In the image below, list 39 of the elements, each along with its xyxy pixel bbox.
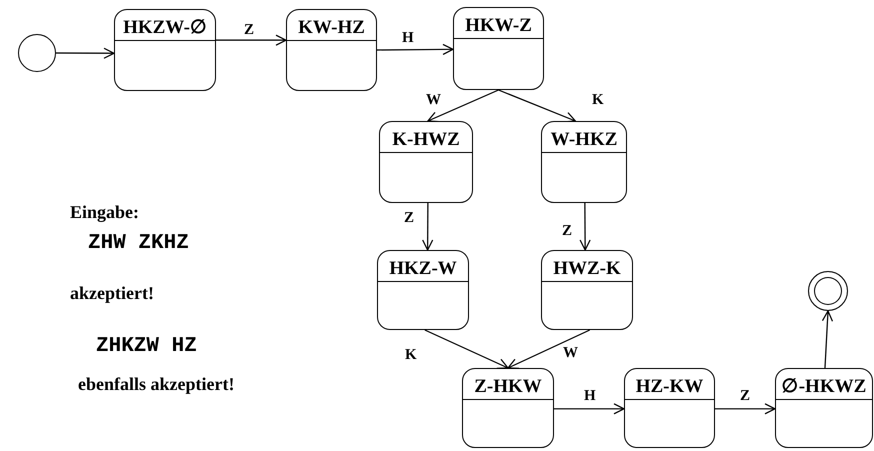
final-state-circle: [808, 271, 848, 311]
state-name: HWZ-K: [542, 251, 632, 282]
transition-arrow: [554, 403, 625, 414]
state-box: [462, 368, 554, 448]
note-text: akzeptiert!: [70, 283, 154, 304]
state-box: [379, 121, 473, 203]
transition-arrow: [822, 310, 834, 368]
state-name: KW-HZ: [287, 10, 376, 41]
transition-arrow: [580, 203, 591, 251]
state-name: W-HKZ: [542, 122, 626, 153]
transition-arrow: [56, 48, 115, 59]
transition-arrow: [715, 403, 776, 414]
state-box: [114, 9, 216, 91]
state-name: ∅-HKWZ: [776, 369, 872, 400]
state-name: HKZ-W: [378, 251, 468, 282]
transition-arrow: [507, 329, 590, 369]
transition-arrow: [498, 89, 576, 122]
state-box: [541, 121, 627, 203]
state-name: K-HWZ: [380, 122, 472, 153]
transition-arrow: [424, 329, 509, 369]
state-name: HKW-Z: [454, 8, 543, 39]
state-name: HZ-KW: [625, 369, 714, 400]
state-box: [377, 250, 469, 330]
state-box: [541, 250, 633, 330]
state-box: [775, 368, 873, 448]
note-text: Eingabe:: [70, 202, 140, 223]
transition-arrow: [377, 44, 454, 56]
state-name: Z-HKW: [463, 369, 553, 400]
transition-arrow: [422, 203, 434, 251]
state-box: [286, 9, 377, 91]
state-box: [453, 7, 544, 90]
state-name: HKZW-∅: [115, 10, 215, 41]
state-box: [624, 368, 715, 448]
initial-state-circle: [18, 34, 56, 72]
transition-arrow: [427, 89, 499, 122]
input-word: ZHKZW HZ: [96, 335, 197, 358]
transition-arrow: [216, 34, 287, 46]
note-text: ebenfalls akzeptiert!: [78, 374, 234, 395]
input-word: ZHW ZKHZ: [88, 232, 189, 255]
